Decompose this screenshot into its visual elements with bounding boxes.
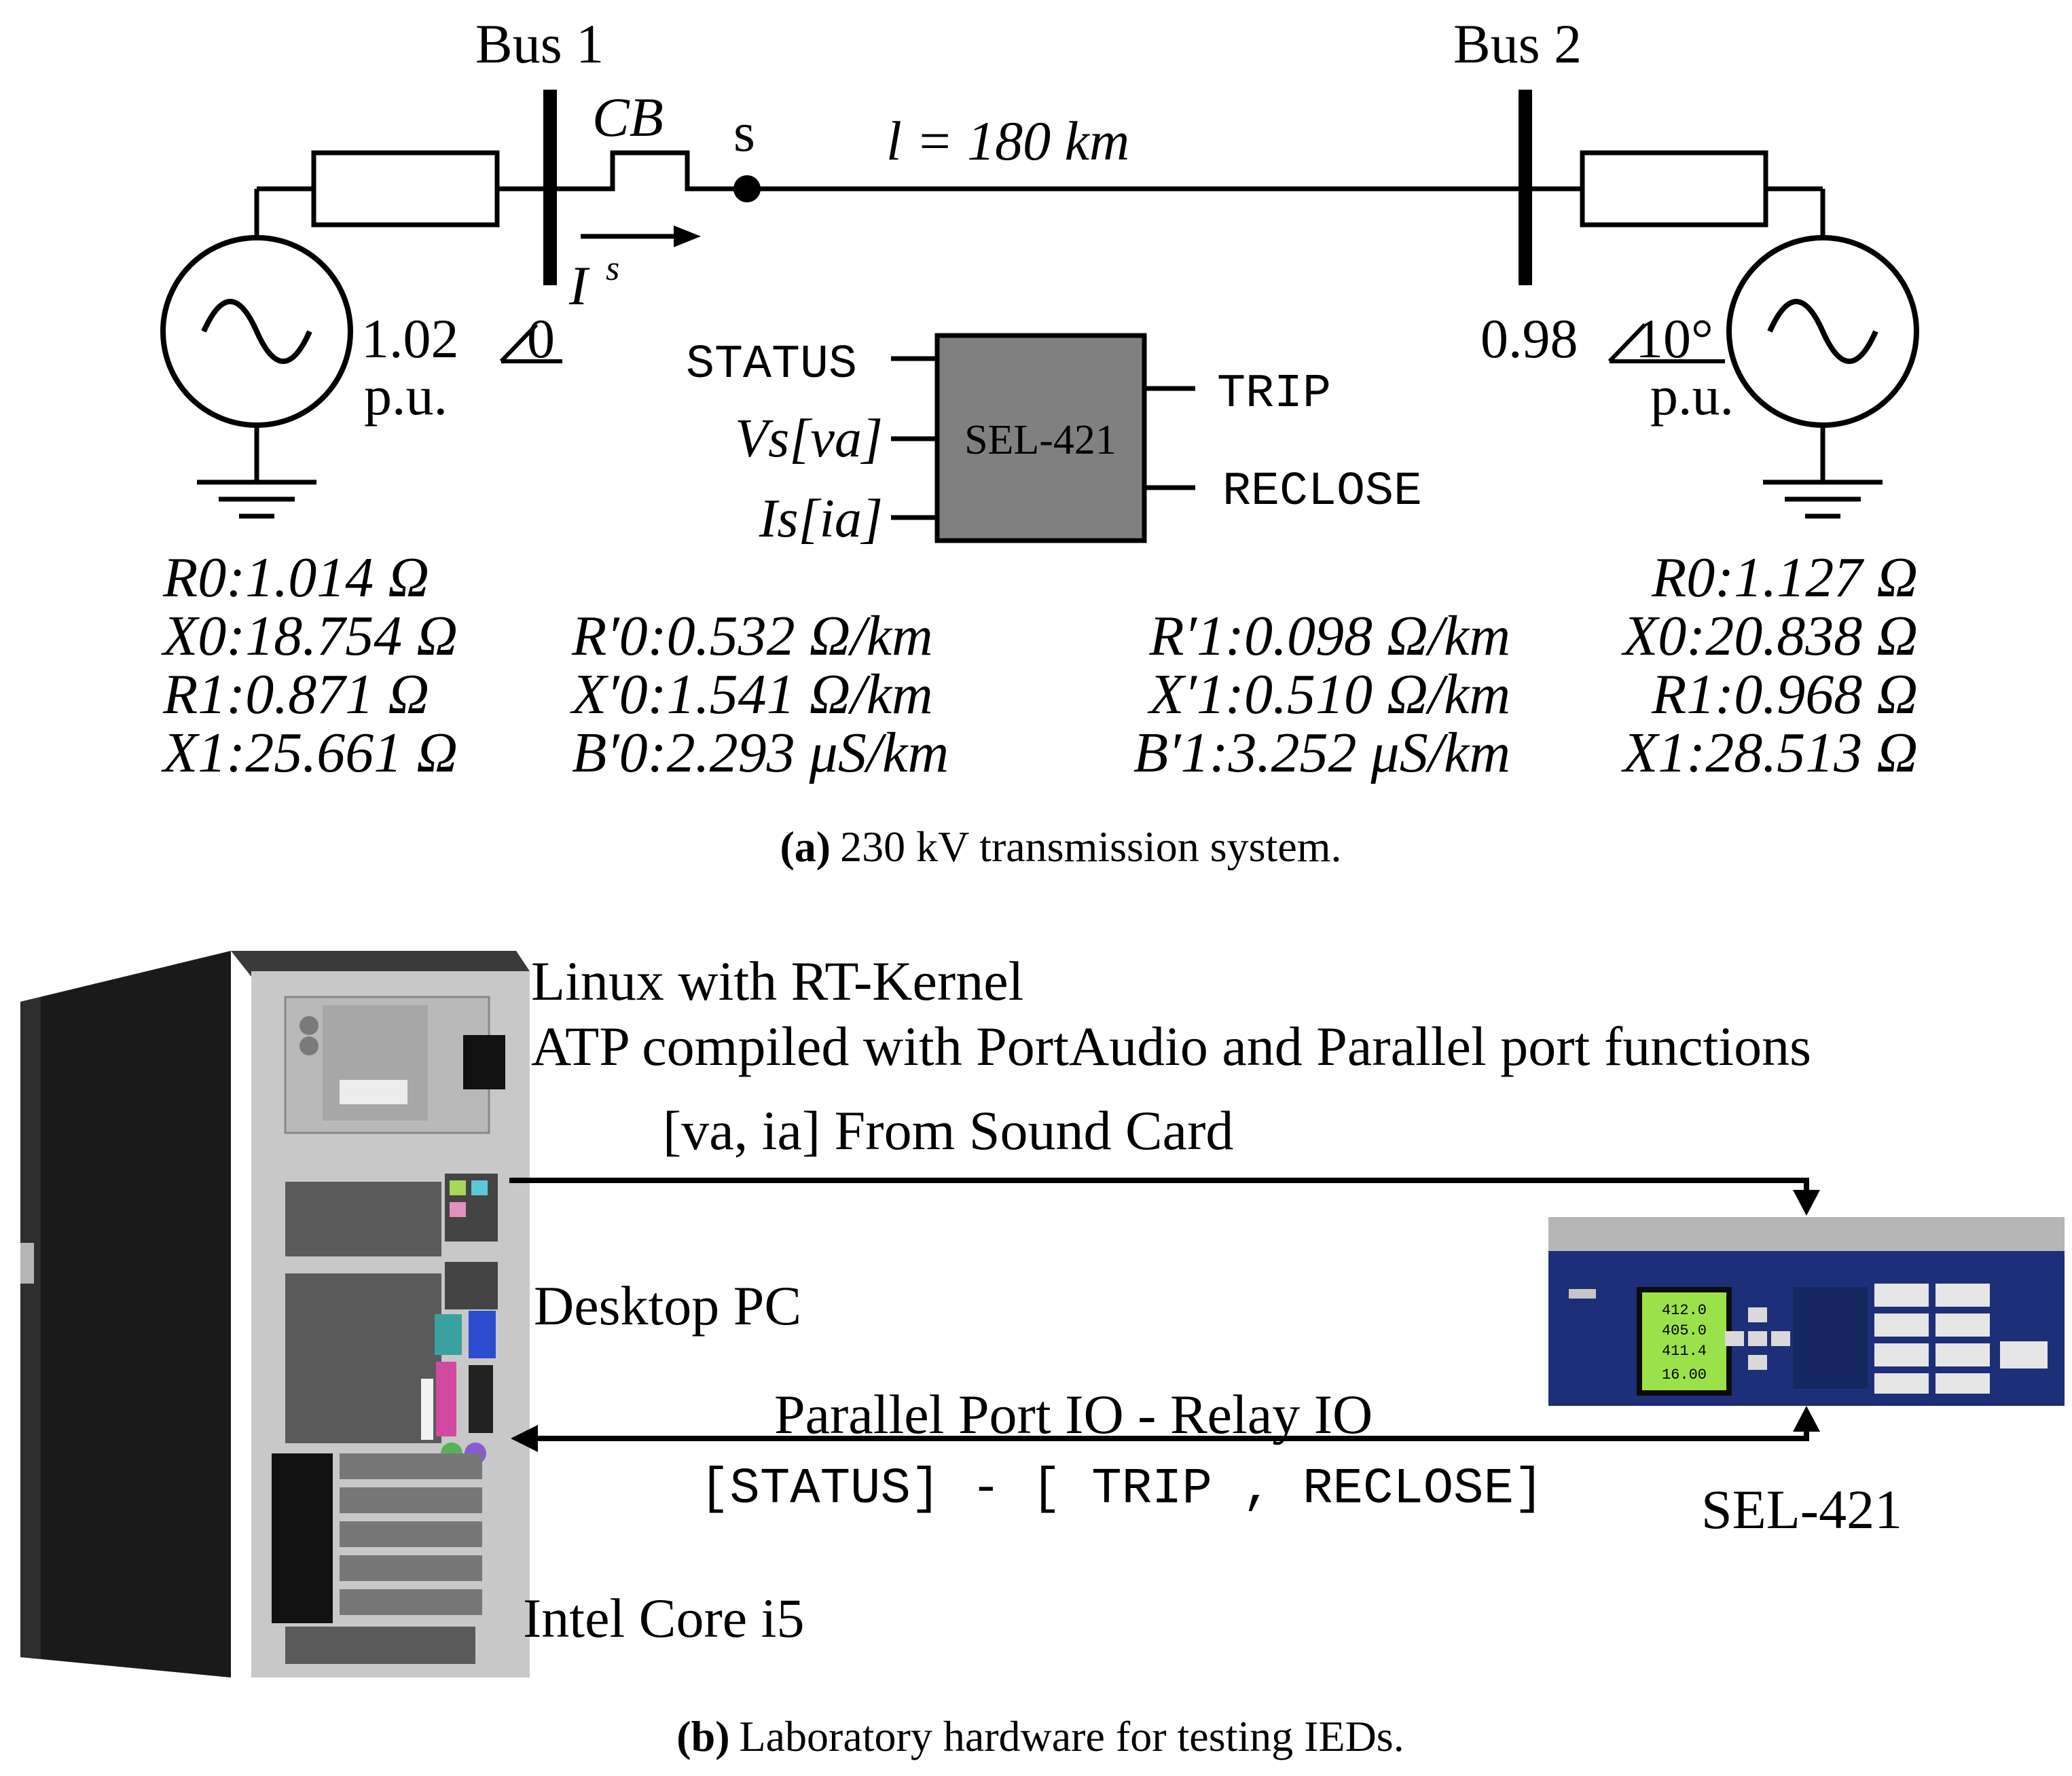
- line-param-r0: R′0:0.532 Ω/km: [571, 604, 933, 668]
- source1-param-x0: X0:18.754 Ω: [161, 604, 458, 668]
- ground-right-icon: [1763, 479, 1883, 519]
- relay-screen-line-3: 411.4: [1662, 1343, 1707, 1360]
- source1-params: R0:1.014 Ω X0:18.754 Ω R1:0.871 Ω X1:25.…: [161, 546, 458, 784]
- source2-voltage: 0.98: [1480, 308, 1578, 369]
- angle-right-icon: [1607, 323, 1725, 363]
- io-label: Parallel Port IO - Relay IO: [774, 1383, 1373, 1445]
- bus2-bar: [1519, 90, 1532, 285]
- source1-voltage: 1.02: [361, 308, 459, 369]
- source2-generator: [1532, 150, 1919, 519]
- source2-param-x0: X0:20.838 Ω: [1621, 604, 1918, 668]
- relay-output-trip: TRIP: [1217, 367, 1331, 421]
- line-pos-seq-params: R′1:0.098 Ω/km X′1:0.510 Ω/km B′1:3.252 …: [1133, 604, 1510, 784]
- relay-screen-line-4: 16.00: [1662, 1366, 1707, 1383]
- relay-block: SEL-421 STATUS Vs[va] Is[ia] TRIP RECLOS…: [686, 333, 1422, 549]
- source2-params: R0:1.127 Ω X0:20.838 Ω R1:0.968 Ω X1:28.…: [1621, 546, 1918, 784]
- relay-name: SEL-421: [964, 417, 1116, 463]
- relay-output-reclose: RECLOSE: [1222, 465, 1422, 519]
- source2-param-r0: R0:1.127 Ω: [1651, 546, 1918, 609]
- ground-left-icon: [197, 479, 316, 519]
- circuit-breaker: CB: [557, 86, 747, 192]
- source2-param-x1: X1:28.513 Ω: [1621, 721, 1918, 784]
- relay-screen: [1642, 1292, 1726, 1390]
- desktop-pc-image: [20, 951, 530, 1678]
- angle-left-icon: [499, 323, 562, 363]
- relay-screen-line-1: 412.0: [1662, 1302, 1707, 1319]
- panel-b-lab-hardware: Linux with RT-Kernel ATP compiled with P…: [20, 950, 2065, 1760]
- sel421-relay-image: 412.0 405.0 411.4 16.00: [1548, 1217, 2065, 1406]
- caption-a-tag: (a): [780, 822, 831, 871]
- relay-input-status: STATUS: [686, 338, 857, 392]
- relay-nav-pad: [1725, 1307, 1790, 1370]
- source2-impedance: [1580, 150, 1768, 228]
- source1-param-r1: R1:0.871 Ω: [162, 663, 429, 726]
- caption-b: (b)Laboratory hardware for testing IEDs.: [676, 1712, 1404, 1760]
- sensor-label: s: [733, 101, 755, 163]
- line-param-r1: R′1:0.098 Ω/km: [1148, 604, 1510, 668]
- relay-pushbuttons: [1874, 1284, 1990, 1394]
- arrow-up-icon: [1793, 1406, 1820, 1432]
- current-superscript: s: [606, 249, 619, 288]
- relay-label: SEL-421: [1701, 1479, 1902, 1540]
- sine-wave-right-icon: [1767, 299, 1878, 364]
- sine-wave-left-icon: [201, 299, 312, 364]
- arrow-down-icon: [1793, 1190, 1820, 1216]
- source2-param-r1: R1:0.968 Ω: [1651, 663, 1918, 726]
- caption-a: (a)230 kV transmission system.: [780, 822, 1341, 871]
- cpu-label: Intel Core i5: [523, 1587, 804, 1649]
- line-param-x1: X′1:0.510 Ω/km: [1147, 663, 1510, 726]
- line-param-b0: B′0:2.293 μS/km: [572, 721, 949, 784]
- os-label: Linux with RT-Kernel: [531, 950, 1023, 1012]
- pc-label: Desktop PC: [534, 1275, 801, 1337]
- source1-generator: [160, 150, 546, 519]
- current-arrow-icon: [581, 225, 701, 247]
- caption-a-text: 230 kV transmission system.: [840, 822, 1341, 871]
- line-param-x0: X′0:1.541 Ω/km: [570, 663, 933, 726]
- caption-b-text: Laboratory hardware for testing IEDs.: [740, 1712, 1404, 1760]
- io-signals-label: [STATUS] - [ TRIP , RECLOSE]: [699, 1461, 1544, 1518]
- software-label: ATP compiled with PortAudio and Parallel…: [531, 1015, 1811, 1077]
- bus1-bar: [543, 90, 557, 285]
- breaker-label: CB: [592, 86, 664, 148]
- sound-card-arrow: [509, 1178, 1820, 1216]
- sel-logo-icon: [2000, 1341, 2048, 1369]
- relay-box: [934, 333, 1147, 543]
- bus2-label: Bus 2: [1453, 13, 1582, 75]
- source2-angle: 10°: [1635, 308, 1713, 369]
- parallel-port-arrow: [511, 1406, 1820, 1452]
- source1-unit: p.u.: [364, 365, 448, 427]
- relay-input-voltage: Vs[va]: [735, 409, 883, 469]
- current-label: I: [568, 255, 590, 316]
- bus1-label: Bus 1: [475, 13, 604, 75]
- source1-param-r0: R0:1.014 Ω: [162, 546, 429, 609]
- relay-input-current: Is[ia]: [759, 489, 883, 549]
- panel-a-transmission-system: Bus 1 Bus 2 CB: [160, 13, 1919, 871]
- caption-b-tag: (b): [676, 1712, 729, 1760]
- source1-param-x1: X1:25.661 Ω: [161, 721, 458, 784]
- relay-screen-line-2: 405.0: [1662, 1322, 1707, 1339]
- source1-impedance: [311, 150, 500, 228]
- sound-card-label: [va, ia] From Sound Card: [663, 1100, 1233, 1161]
- arrow-left-icon: [511, 1425, 538, 1452]
- line-zero-seq-params: R′0:0.532 Ω/km X′0:1.541 Ω/km B′0:2.293 …: [570, 604, 949, 784]
- source2-unit: p.u.: [1650, 365, 1734, 427]
- line-param-b1: B′1:3.252 μS/km: [1133, 721, 1510, 784]
- source1-angle: 0: [527, 308, 555, 369]
- line-length-label: l = 180 km: [886, 110, 1129, 172]
